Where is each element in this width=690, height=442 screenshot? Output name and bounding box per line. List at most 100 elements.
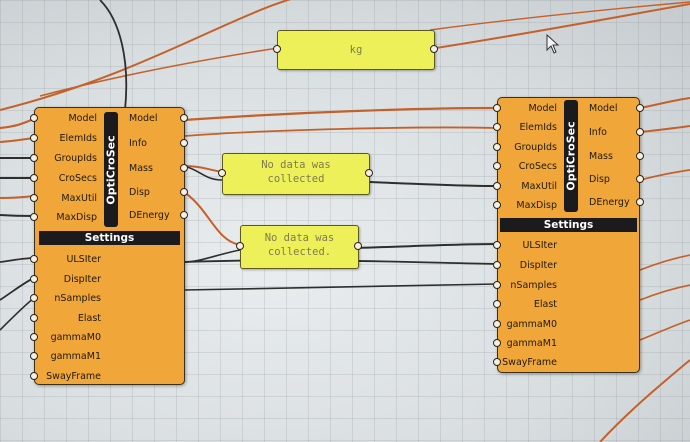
input-grip[interactable] (493, 320, 501, 328)
input-port[interactable]: Model (528, 103, 557, 114)
panel-no-data[interactable]: No data was collected. (240, 225, 359, 269)
output-port[interactable]: DEnergy (589, 197, 630, 208)
output-grip[interactable] (180, 164, 188, 172)
settings-input-port[interactable]: Elast (533, 299, 557, 310)
input-grip[interactable] (30, 114, 38, 122)
settings-input-port[interactable]: ULSIter (66, 254, 101, 265)
output-port[interactable]: Disp (589, 174, 610, 185)
panel-kg[interactable]: kg (277, 30, 435, 70)
input-port[interactable]: MaxDisp (56, 212, 97, 223)
output-grip[interactable] (180, 188, 188, 196)
output-port[interactable]: Model (129, 113, 158, 124)
input-grip[interactable] (30, 294, 38, 302)
settings-input-port[interactable]: ULSIter (522, 240, 557, 251)
input-grip[interactable] (493, 300, 501, 308)
wire (0, 257, 35, 263)
wire (639, 319, 690, 341)
settings-input-port[interactable]: gammaM1 (50, 351, 101, 362)
input-grip[interactable] (30, 333, 38, 341)
panel-text-line1: No data was (261, 159, 331, 171)
input-grip[interactable] (493, 182, 501, 190)
input-port[interactable]: CroSecs (518, 161, 557, 172)
panel-output-grip[interactable] (354, 242, 362, 250)
input-port[interactable]: MaxDisp (516, 200, 557, 211)
input-grip[interactable] (30, 174, 38, 182)
input-port[interactable]: GroupIds (54, 153, 97, 164)
output-grip[interactable] (636, 128, 644, 136)
input-port[interactable]: MaxUtil (521, 181, 557, 192)
input-grip[interactable] (30, 275, 38, 283)
wire (639, 97, 690, 109)
panel-input-grip[interactable] (236, 242, 244, 250)
opticrosec-component[interactable]: OptiCroSec Model ElemIds GroupIds CroSec… (34, 107, 185, 385)
input-grip[interactable] (493, 201, 501, 209)
input-grip[interactable] (30, 352, 38, 360)
wire (0, 297, 35, 331)
panel-output-grip[interactable] (365, 169, 373, 177)
input-grip[interactable] (30, 314, 38, 322)
settings-input-port[interactable]: SwayFrame (46, 371, 101, 382)
wire (183, 249, 241, 263)
output-grip[interactable] (636, 104, 644, 112)
input-port[interactable]: ElemIds (59, 133, 97, 144)
input-grip[interactable] (493, 358, 501, 366)
output-grip[interactable] (636, 152, 644, 160)
settings-input-port[interactable]: nSamples (54, 293, 101, 304)
output-port[interactable]: DEnergy (129, 210, 170, 221)
output-grip[interactable] (180, 114, 188, 122)
opticrosec-component[interactable]: OptiCroSec Model ElemIds GroupIds CroSec… (497, 97, 640, 373)
input-grip[interactable] (493, 261, 501, 269)
settings-input-port[interactable]: DispIter (519, 260, 557, 271)
output-grip[interactable] (180, 139, 188, 147)
wire (599, 359, 690, 442)
input-grip[interactable] (30, 134, 38, 142)
input-port[interactable]: CroSecs (58, 173, 97, 184)
component-nickname[interactable]: OptiCroSec (104, 112, 118, 227)
settings-input-port[interactable]: gammaM0 (506, 319, 557, 330)
input-port[interactable]: GroupIds (514, 142, 557, 153)
wire (183, 165, 223, 173)
input-port[interactable]: ElemIds (519, 122, 557, 133)
output-grip[interactable] (180, 211, 188, 219)
settings-input-port[interactable]: nSamples (510, 280, 557, 291)
input-port[interactable]: Model (68, 113, 97, 124)
input-grip[interactable] (493, 241, 501, 249)
output-port[interactable]: Model (589, 103, 618, 114)
input-grip[interactable] (30, 372, 38, 380)
output-port[interactable]: Info (129, 138, 147, 149)
input-grip[interactable] (493, 143, 501, 151)
output-port[interactable]: Mass (589, 151, 613, 162)
settings-header: Settings (39, 231, 180, 245)
output-grip[interactable] (636, 175, 644, 183)
panel-output-grip[interactable] (430, 45, 438, 53)
settings-input-port[interactable]: SwayFrame (502, 357, 557, 368)
output-port[interactable]: Disp (129, 187, 150, 198)
input-grip[interactable] (30, 255, 38, 263)
component-nickname[interactable]: OptiCroSec (564, 100, 578, 212)
output-grip[interactable] (636, 198, 644, 206)
output-port[interactable]: Mass (129, 163, 153, 174)
settings-input-port[interactable]: gammaM0 (50, 332, 101, 343)
input-grip[interactable] (493, 162, 501, 170)
wire (183, 283, 498, 291)
panel-input-grip[interactable] (218, 169, 226, 177)
input-grip[interactable] (493, 104, 501, 112)
output-port[interactable]: Info (589, 127, 607, 138)
panel-no-data[interactable]: No data was collected (222, 153, 370, 195)
input-grip[interactable] (30, 154, 38, 162)
input-grip[interactable] (493, 281, 501, 289)
panel-text-line2: collected (267, 173, 325, 185)
settings-input-port[interactable]: DispIter (63, 274, 101, 285)
input-grip[interactable] (30, 213, 38, 221)
wire (355, 243, 498, 249)
wire (183, 126, 498, 137)
input-grip[interactable] (493, 339, 501, 347)
panel-input-grip[interactable] (273, 45, 281, 53)
settings-input-port[interactable]: Elast (77, 313, 101, 324)
input-port[interactable]: MaxUtil (61, 193, 97, 204)
input-grip[interactable] (493, 123, 501, 131)
input-grip[interactable] (30, 194, 38, 202)
wire (0, 214, 35, 217)
settings-input-port[interactable]: gammaM1 (506, 338, 557, 349)
